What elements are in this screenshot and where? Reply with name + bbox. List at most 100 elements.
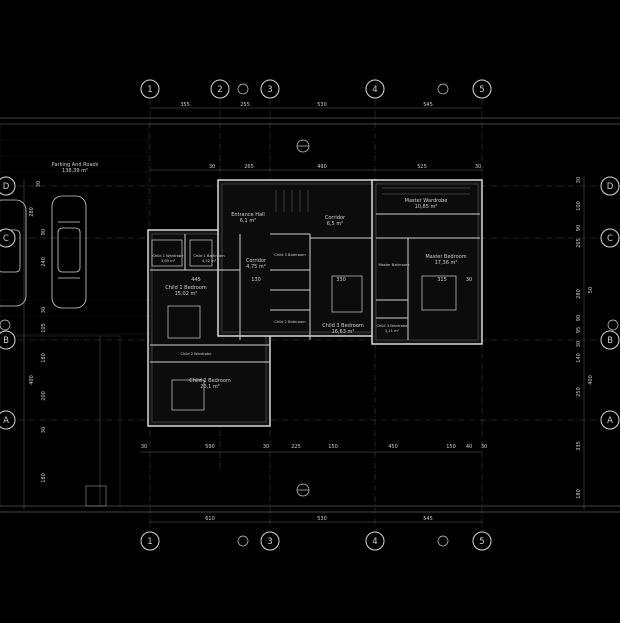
dim-right: 90 [576,225,582,231]
room-area-child2-bedroom: 20,1 m² [200,384,220,390]
dim-bottom-inner: 30 [141,444,147,450]
building-walls [147,179,483,427]
dim-left: 400 [29,375,35,385]
dim-interior: 315 [437,277,447,283]
dim-bottom-inner: 40 [466,444,472,450]
dim-left: 180 [41,353,47,363]
room-label-parking: Parking And Roads [52,162,99,168]
dim-left: 280 [29,207,35,217]
dim-right: 400 [588,375,594,385]
dim-bottom-inner: 30 [481,444,487,450]
dim-right: 280 [576,289,582,299]
dim-interior: 445 [191,277,201,283]
dim-bottom-outer: 610 [205,516,215,522]
room-area-master-bedroom: 17,36 m² [435,260,458,266]
svg-text:D: D [3,182,10,192]
dim-top-inner: 525 [417,164,427,170]
room-label-master-bathroom: Master Bathroom [378,263,410,267]
dim-top-outer: 530 [317,102,327,108]
dim-left: 105 [41,323,47,333]
dim-bottom-inner: 150 [328,444,338,450]
dim-right: 30 [576,341,582,347]
grid-bubble-a-right: A [600,410,620,430]
room-label-child3-bedroom: Child 3 Bedroom [322,323,364,329]
dim-left: 200 [41,391,47,401]
grid-bubble-4-bottom: 4 [365,531,385,551]
svg-text:3: 3 [267,537,272,547]
grid-bubble-1: 1 [140,79,160,99]
svg-text:2: 2 [217,85,222,95]
room-label-master-bedroom: Master Bedroom [425,254,466,260]
room-area-corridor: 6,5 m² [327,221,343,227]
dim-right: 250 [576,387,582,397]
dim-bottom-inner: 30 [263,444,269,450]
dim-right: 90 [576,315,582,321]
svg-text:3: 3 [267,85,272,95]
svg-text:B: B [607,336,613,346]
grid-bubble-3: 3 [260,79,280,99]
dim-right: 50 [588,287,594,293]
room-area-parking: 138,39 m² [62,168,88,174]
grid-bubble-c-right: C [600,228,620,248]
grid-bubble-b-left: B [0,330,16,350]
dim-top-outer: 255 [240,102,250,108]
dim-bottom-inner: 225 [291,444,301,450]
room-label-child3-wardrobe: Child 3 Wardrobe [377,324,409,328]
room-label-master-wardrobe: Master Wardrobe [405,198,448,204]
room-area-child1-wardrobe: 3,89 m² [161,259,176,263]
dim-bottom-outer: 545 [423,516,433,522]
dim-top-inner: 30 [209,164,215,170]
svg-text:5: 5 [479,85,484,95]
svg-text:5: 5 [479,537,484,547]
dim-right: 95 [576,327,582,333]
grid-bubble-5-bottom: 5 [472,531,492,551]
grid-bubble-3-bottom: 3 [260,531,280,551]
dim-left: 30 [41,427,47,433]
car-icon [51,195,87,309]
room-label-child2-wardrobe: Child 2 Wardrobe [181,352,213,356]
room-area-corridor-small: 4,75 m² [246,264,266,270]
dim-interior: 130 [251,277,261,283]
parking-area [0,123,149,507]
room-area-master-wardrobe: 10,85 m² [415,204,438,210]
dim-bottom-outer: 530 [317,516,327,522]
room-label-corridor: Corridor [325,215,346,221]
room-label-corridor-small: Corridor [246,258,267,264]
svg-text:A: A [607,416,613,426]
grid-bubble-2: 2 [210,79,230,99]
room-label-child2-bathroom: Child 2 Bathroom [274,320,306,324]
dim-interior: 330 [336,277,346,283]
grid-bubble-a-left: A [0,410,16,430]
dim-right: 140 [576,353,582,363]
dim-bottom-inner: 590 [205,444,215,450]
grid-bubble-1-bottom: 1 [140,531,160,551]
room-label-child3-bathroom: Child 3 Bathroom [274,253,306,257]
dim-left: 180 [41,473,47,483]
room-area-child3-wardrobe: 3,11 m² [385,329,400,333]
svg-text:B: B [3,336,9,346]
compass-icon [0,83,619,547]
grid-bubble-b-right: B [600,330,620,350]
dim-left: 30 [41,307,47,313]
svg-text:D: D [607,182,614,192]
grid-bubble-5: 5 [472,79,492,99]
svg-text:C: C [3,234,9,244]
dimension-lines [23,107,585,523]
dim-top-inner: 30 [475,164,481,170]
svg-text:1: 1 [147,537,152,547]
svg-text:1: 1 [147,85,152,95]
dim-top-outer: 355 [180,102,190,108]
grid-bubble-d-left: D [0,176,16,196]
dim-left: 240 [41,257,47,267]
grid-bubble-c-left: C [0,228,16,248]
svg-text:A: A [3,416,9,426]
dim-right: 265 [576,238,582,248]
dim-top-inner: 490 [317,164,327,170]
dim-left: 90 [41,229,47,235]
room-label-child1-bathroom: Child 1 Bathroom [193,254,225,258]
room-label-child1-wardrobe: Child 1 Wardrobe [153,254,185,258]
svg-text:C: C [607,234,613,244]
dim-right: 30 [576,177,582,183]
dim-interior: 30 [466,277,472,283]
